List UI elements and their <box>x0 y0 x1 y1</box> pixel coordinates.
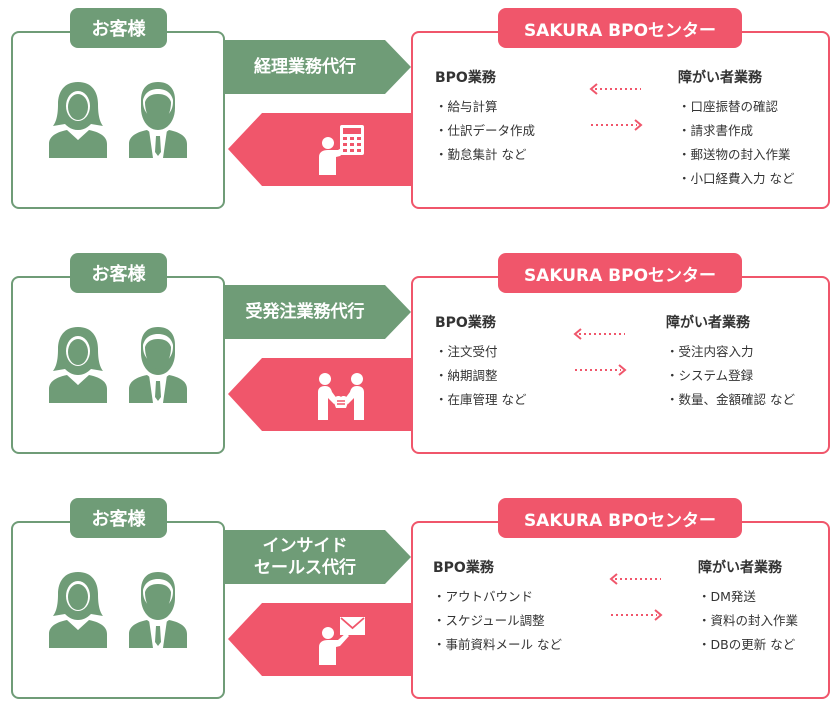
male-person-icon <box>129 572 187 648</box>
dotted-arrow-left-icon <box>589 83 641 95</box>
disabled-task-title: 障がい者業務 <box>678 70 762 86</box>
dotted-arrow-right-icon <box>575 364 627 376</box>
male-person-icon <box>129 327 187 403</box>
female-person-icon <box>49 327 107 403</box>
female-person-icon <box>49 572 107 648</box>
bpo-task-title: BPO業務 <box>435 70 496 86</box>
customer-box <box>11 521 225 699</box>
service-label: インサイド セールス代行 <box>254 536 356 578</box>
list-item: 受注内容入力 <box>666 340 795 364</box>
disabled-task-title: 障がい者業務 <box>666 315 750 331</box>
service-label: 経理業務代行 <box>254 57 356 77</box>
service-row-1: お客様 経理業務代行 BPO業務 給与計算 仕訳データ作成 <box>0 0 840 220</box>
bpo-center-box: BPO業務 給与計算 仕訳データ作成 勤怠集計 など 障がい者業務 口座振替の確… <box>411 31 830 209</box>
list-item: アウトバウンド <box>433 585 562 609</box>
list-item: 数量、金額確認 など <box>666 388 795 412</box>
list-item: 勤怠集計 など <box>435 143 535 167</box>
female-person-icon <box>49 82 107 158</box>
service-arrow: 経理業務代行 <box>225 40 411 94</box>
disabled-task-column: 障がい者業務 受注内容入力 システム登録 数量、金額確認 など <box>666 312 795 412</box>
customer-box <box>11 31 225 209</box>
service-label: 受発注業務代行 <box>245 302 365 322</box>
calculator-presenter-icon <box>319 125 364 175</box>
customer-label: お客様 <box>70 253 167 293</box>
list-item: 資料の封入作業 <box>698 609 799 633</box>
male-person-icon <box>129 82 187 158</box>
list-item: DBの更新 など <box>698 633 798 657</box>
disabled-task-column: 障がい者業務 口座振替の確認 請求書作成 郵送物の封入作業 小口経費入力 など <box>678 67 795 191</box>
list-item: 給与計算 <box>435 95 535 119</box>
list-item: 在庫管理 など <box>435 388 527 412</box>
list-item: 納期調整 <box>435 364 527 388</box>
bpo-center-label: SAKURA BPOセンター <box>498 498 742 538</box>
list-item: DM発送 <box>698 585 798 609</box>
bpo-task-title: BPO業務 <box>433 560 494 576</box>
list-item: 注文受付 <box>435 340 527 364</box>
service-arrow: 受発注業務代行 <box>225 285 411 339</box>
list-item: 請求書作成 <box>678 119 795 143</box>
disabled-task-column: 障がい者業務 DM発送 資料の封入作業 DBの更新 など <box>698 557 798 657</box>
list-item: スケジュール調整 <box>433 609 562 633</box>
list-item: 小口経費入力 など <box>678 167 795 191</box>
customer-label: お客様 <box>70 498 167 538</box>
dotted-arrow-left-icon <box>609 573 661 585</box>
return-arrow <box>228 113 412 186</box>
bpo-task-title: BPO業務 <box>435 315 496 331</box>
bpo-center-box: BPO業務 注文受付 納期調整 在庫管理 など 障がい者業務 受注内容入力 シス… <box>411 276 830 454</box>
bpo-task-column: BPO業務 注文受付 納期調整 在庫管理 など <box>435 312 527 412</box>
dotted-arrow-left-icon <box>573 328 625 340</box>
list-item: 仕訳データ作成 <box>435 119 536 143</box>
list-item: システム登録 <box>666 364 795 388</box>
bpo-center-label: SAKURA BPOセンター <box>498 253 742 293</box>
customer-label: お客様 <box>70 8 167 48</box>
bpo-center-box: BPO業務 アウトバウンド スケジュール調整 事前資料メール など 障がい者業務… <box>411 521 830 699</box>
dotted-arrow-right-icon <box>611 609 663 621</box>
list-item: 口座振替の確認 <box>678 95 795 119</box>
handshake-icon <box>318 373 364 420</box>
bpo-task-column: BPO業務 アウトバウンド スケジュール調整 事前資料メール など <box>433 557 562 657</box>
dotted-arrow-right-icon <box>591 119 643 131</box>
service-row-2: お客様 受発注業務代行 BPO業務 注文受付 納期調整 在庫管理 など <box>0 245 840 465</box>
disabled-task-title: 障がい者業務 <box>698 560 782 576</box>
mail-presenter-icon <box>319 617 365 665</box>
service-arrow: インサイド セールス代行 <box>225 530 411 584</box>
bpo-task-column: BPO業務 給与計算 仕訳データ作成 勤怠集計 など <box>435 67 535 167</box>
return-arrow <box>228 603 412 676</box>
customer-box <box>11 276 225 454</box>
service-row-3: お客様 インサイド セールス代行 BPO業務 アウトバウンド スケジュール調整 … <box>0 490 840 710</box>
list-item: 郵送物の封入作業 <box>678 143 795 167</box>
bpo-center-label: SAKURA BPOセンター <box>498 8 742 48</box>
return-arrow <box>228 358 412 431</box>
list-item: 事前資料メール など <box>433 633 562 657</box>
